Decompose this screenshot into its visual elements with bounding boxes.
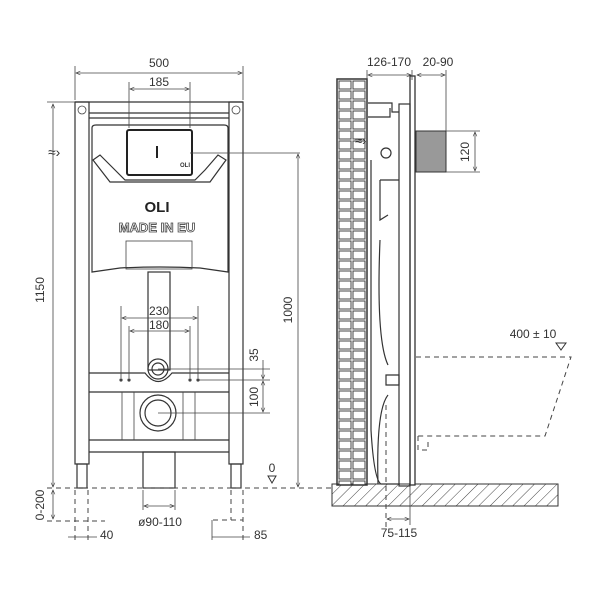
made-in-label: MADE IN EU: [119, 220, 196, 235]
dim-height-total: 1150: [33, 277, 47, 303]
wall-plate: [409, 75, 416, 486]
water-inlet-icon-side: ≈›: [355, 133, 366, 148]
dim-leg-left: 40: [100, 528, 114, 542]
level-marker-icon: [267, 475, 277, 485]
dim-plate-height: 120: [458, 142, 472, 162]
brick-wall: [336, 78, 368, 486]
drain-pipe: [142, 451, 176, 489]
brand-logo: OLI: [145, 199, 170, 216]
dim-seat-height: 400 ± 10: [510, 327, 557, 341]
floor-level-label: 0: [269, 461, 276, 475]
dim-height-flush: 1000: [281, 296, 295, 323]
dim-pipe-diameter: ø90-110: [138, 515, 182, 529]
flush-valve-box: [126, 129, 193, 176]
right-leg: [230, 463, 242, 489]
water-inlet-icon: ≈›: [48, 144, 61, 160]
left-post: [74, 101, 90, 465]
right-post: [228, 101, 244, 465]
dim-inlet-offset: 35: [247, 348, 261, 362]
dim-wall-depth: 126-170: [367, 55, 411, 69]
front-view: OLI OLI MADE IN EU 500 185 1150 ≈›: [33, 56, 335, 542]
cistern: [91, 124, 229, 273]
dim-width-total: 500: [149, 56, 169, 70]
dim-bolt-inner: 180: [149, 318, 169, 332]
side-view: ≈› 126-170 20-90 120 400 ± 10 75-115: [331, 55, 572, 540]
dim-plate-depth: 20-90: [423, 55, 454, 69]
dim-outlet-offset: 100: [247, 387, 261, 407]
left-leg: [76, 463, 88, 489]
box-brand: OLI: [180, 163, 190, 169]
dim-bolt-outer: 230: [149, 304, 169, 318]
toilet-bowl-outline: [416, 356, 572, 451]
floor-slab: [331, 483, 559, 507]
dim-leg-right: 85: [254, 528, 268, 542]
flush-plate: [415, 130, 447, 173]
dim-outlet-depth: 75-115: [381, 526, 418, 540]
level-marker-icon-seat: [555, 342, 567, 351]
dim-width-flush: 185: [149, 75, 169, 89]
dim-leg-adjust: 0-200: [33, 489, 47, 520]
